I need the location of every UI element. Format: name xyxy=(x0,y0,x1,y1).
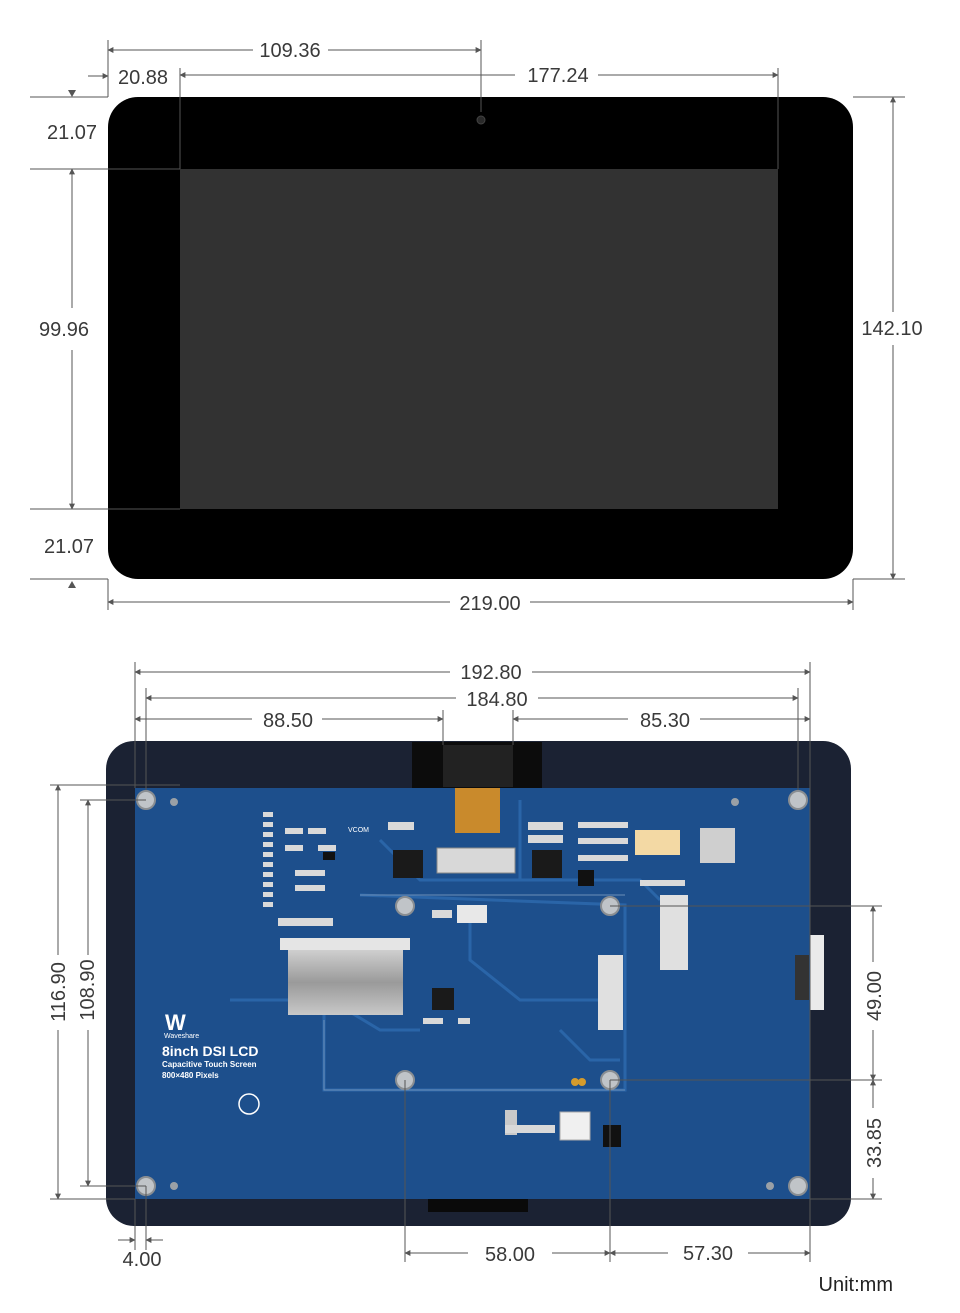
dim-bottom-bezel: 21.07 xyxy=(44,536,94,558)
white-connector xyxy=(635,830,680,855)
dim-top-bezel: 21.07 xyxy=(47,122,97,144)
cable-clip xyxy=(700,828,735,863)
dim-camera-offset: 109.36 xyxy=(259,40,320,62)
fpc-flex xyxy=(455,788,500,833)
side-fpc-connector xyxy=(660,895,688,970)
ic-chip xyxy=(532,850,562,878)
smd-part xyxy=(578,870,594,886)
dim-active-height: 99.96 xyxy=(39,319,89,341)
arrow-icon xyxy=(68,581,76,588)
arrow-icon xyxy=(68,90,76,97)
product-label: 8inch DSI LCD xyxy=(162,1043,258,1059)
side-bracket xyxy=(810,935,824,1010)
fpc-connector xyxy=(436,847,516,874)
resolution-label: 800×480 Pixels xyxy=(162,1071,219,1080)
waveshare-logo-icon: W xyxy=(165,1010,186,1035)
dim-right-offset-x: 57.30 xyxy=(683,1243,733,1265)
ribbon-cable xyxy=(288,950,403,1015)
dim-mid-holes-x: 58.00 xyxy=(485,1244,535,1266)
power-connector xyxy=(559,1111,591,1141)
mounting-hole xyxy=(788,1176,808,1196)
fpc-cable xyxy=(443,745,513,787)
dim-active-width: 177.24 xyxy=(527,65,588,87)
smd-part xyxy=(323,852,335,860)
side-connector xyxy=(795,955,809,1000)
ic-chip xyxy=(432,988,454,1010)
unit-label: Unit:mm xyxy=(819,1274,893,1296)
side-fpc-connector xyxy=(598,955,623,1030)
vcom-label: VCOM xyxy=(348,827,369,834)
active-area xyxy=(180,169,778,509)
touch-connector xyxy=(457,905,487,923)
smd-components xyxy=(263,812,685,1133)
dim-hole-span-y: 108.90 xyxy=(77,959,99,1020)
subtitle-label: Capacitive Touch Screen xyxy=(162,1060,257,1069)
dim-left-to-connector: 88.50 xyxy=(263,710,313,732)
test-pad xyxy=(571,1078,579,1086)
dim-mid-holes-y: 49.00 xyxy=(864,971,886,1021)
brand-label: Waveshare xyxy=(164,1033,199,1040)
dim-outer-height: 116.90 xyxy=(48,962,70,1022)
dim-total-width: 219.00 xyxy=(459,593,520,615)
dim-pcb-width: 192.80 xyxy=(460,662,521,684)
dim-bottom-hole-y: 33.85 xyxy=(864,1118,886,1168)
via-pad xyxy=(731,798,739,806)
via-pad xyxy=(170,1182,178,1190)
camera-icon xyxy=(476,115,486,125)
dim-connector-to-right: 85.30 xyxy=(640,710,690,732)
back-view: W Waveshare 8inch DSI LCD Capacitive Tou… xyxy=(48,662,886,1271)
dim-hole-span-x: 184.80 xyxy=(466,689,527,711)
front-view: 109.36 20.88 177.24 21.07 99.96 21.07 14… xyxy=(30,40,923,615)
recycle-icon xyxy=(238,1093,260,1115)
ic-chip xyxy=(393,850,423,878)
bottom-tab xyxy=(428,1198,528,1212)
mounting-hole xyxy=(395,896,415,916)
ribbon-connector xyxy=(280,938,410,950)
silkscreen-line xyxy=(323,1020,625,1091)
via-pad xyxy=(170,798,178,806)
mounting-hole xyxy=(788,790,808,810)
dim-total-height: 142.10 xyxy=(861,318,922,340)
via-pad xyxy=(766,1182,774,1190)
dim-corner-offset: 4.00 xyxy=(123,1249,162,1271)
test-pad xyxy=(578,1078,586,1086)
dim-left-bezel: 20.88 xyxy=(118,67,168,89)
jumper-header xyxy=(603,1125,621,1147)
